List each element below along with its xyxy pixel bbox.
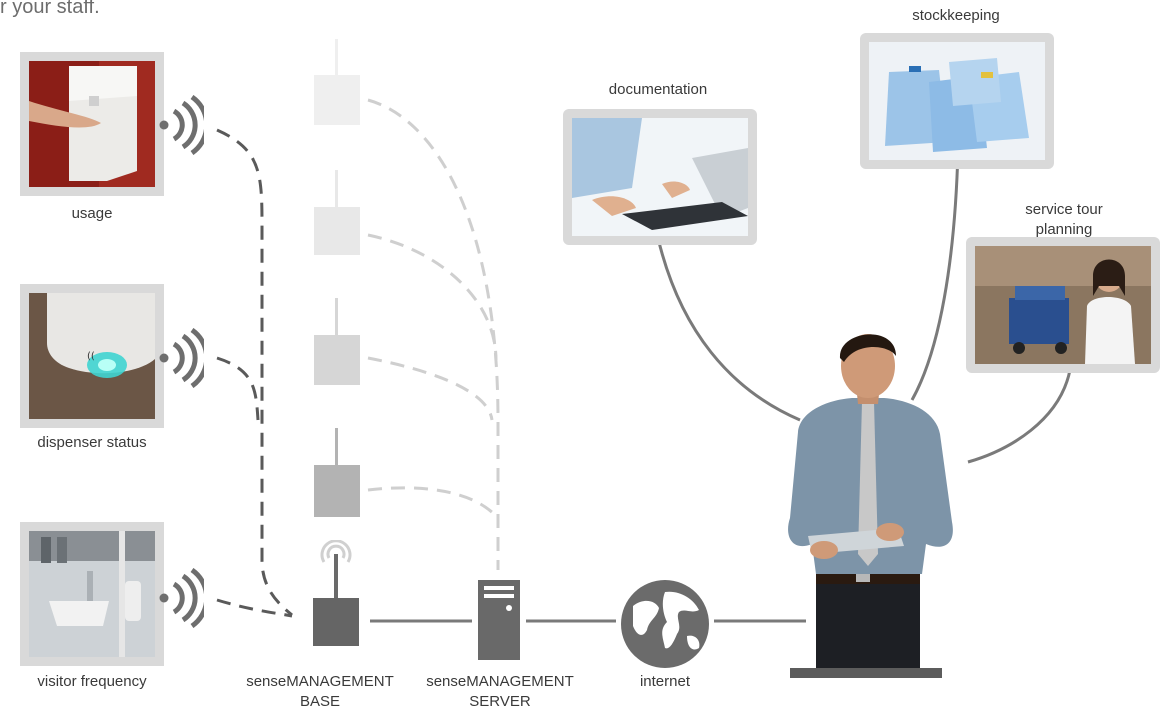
server-label: senseMANAGEMENT SERVER xyxy=(415,672,585,712)
dispenser-led-photo: (( xyxy=(29,293,155,419)
repeater-antenna-icon xyxy=(314,298,360,385)
globe-icon xyxy=(621,580,709,668)
service-tour-label: service tour planning xyxy=(966,200,1162,240)
repeater-antenna-icon xyxy=(314,428,360,517)
server-label-line2: SERVER xyxy=(469,693,531,710)
base-label: senseMANAGEMENT BASE xyxy=(235,672,405,712)
server-tower-icon xyxy=(478,580,520,660)
line-service-manager xyxy=(967,369,1072,464)
dispenser-status-photo-frame: (( xyxy=(20,284,164,428)
dash-repeater2-to-server xyxy=(367,233,498,361)
line-documentation-manager xyxy=(656,237,801,422)
dash-repeater1-to-server xyxy=(367,98,500,570)
usage-photo-frame xyxy=(20,52,164,196)
dash-repeater3-to-server xyxy=(367,356,494,421)
manager-with-tablet-photo xyxy=(788,334,953,678)
repeater-antenna-icon xyxy=(314,170,360,255)
wifi-waves-icon xyxy=(159,568,204,628)
dash-usage-to-base xyxy=(216,128,293,617)
base-label-line1: senseMANAGEMENT xyxy=(246,673,394,690)
stockkeeping-label: stockkeeping xyxy=(912,7,1000,24)
service-tour-photo-frame xyxy=(966,237,1160,373)
stockkeeping-photo-frame xyxy=(860,33,1054,169)
wifi-waves-icon xyxy=(159,328,204,388)
documentation-photo-frame xyxy=(563,109,757,245)
base-label-line2: BASE xyxy=(299,693,341,710)
dash-status-to-base xyxy=(216,356,260,421)
line-stockkeeping-manager xyxy=(910,149,960,401)
cleaning-trolley-woman-photo xyxy=(975,246,1151,364)
cleaning-supplies-bags-photo xyxy=(869,42,1045,160)
service-tour-label-line2: planning xyxy=(1035,221,1093,238)
repeater-antenna-icon xyxy=(314,39,360,125)
visitor-frequency-label: visitor frequency xyxy=(37,673,147,690)
server-label-line1: senseMANAGEMENT xyxy=(426,673,574,690)
dash-visitor-to-base xyxy=(216,598,293,618)
service-tour-label-line1: service tour xyxy=(1025,201,1103,218)
visitor-frequency-photo-frame xyxy=(20,522,164,666)
hand-dispenser-photo xyxy=(29,61,155,187)
usage-label: usage xyxy=(71,205,113,222)
laptop-typing-photo xyxy=(572,118,748,236)
dispenser-status-label: dispenser status xyxy=(37,434,147,451)
base-station-icon xyxy=(313,540,359,646)
repeater-column xyxy=(314,39,360,517)
washroom-sink-photo xyxy=(29,531,155,657)
documentation-label: documentation xyxy=(608,81,708,98)
dash-repeater4-to-server xyxy=(367,486,497,517)
svg-text:((: (( xyxy=(87,351,95,362)
wifi-waves-icon xyxy=(159,95,204,155)
intro-text-fragment: r your staff. xyxy=(0,0,100,18)
internet-label: internet xyxy=(639,673,691,690)
